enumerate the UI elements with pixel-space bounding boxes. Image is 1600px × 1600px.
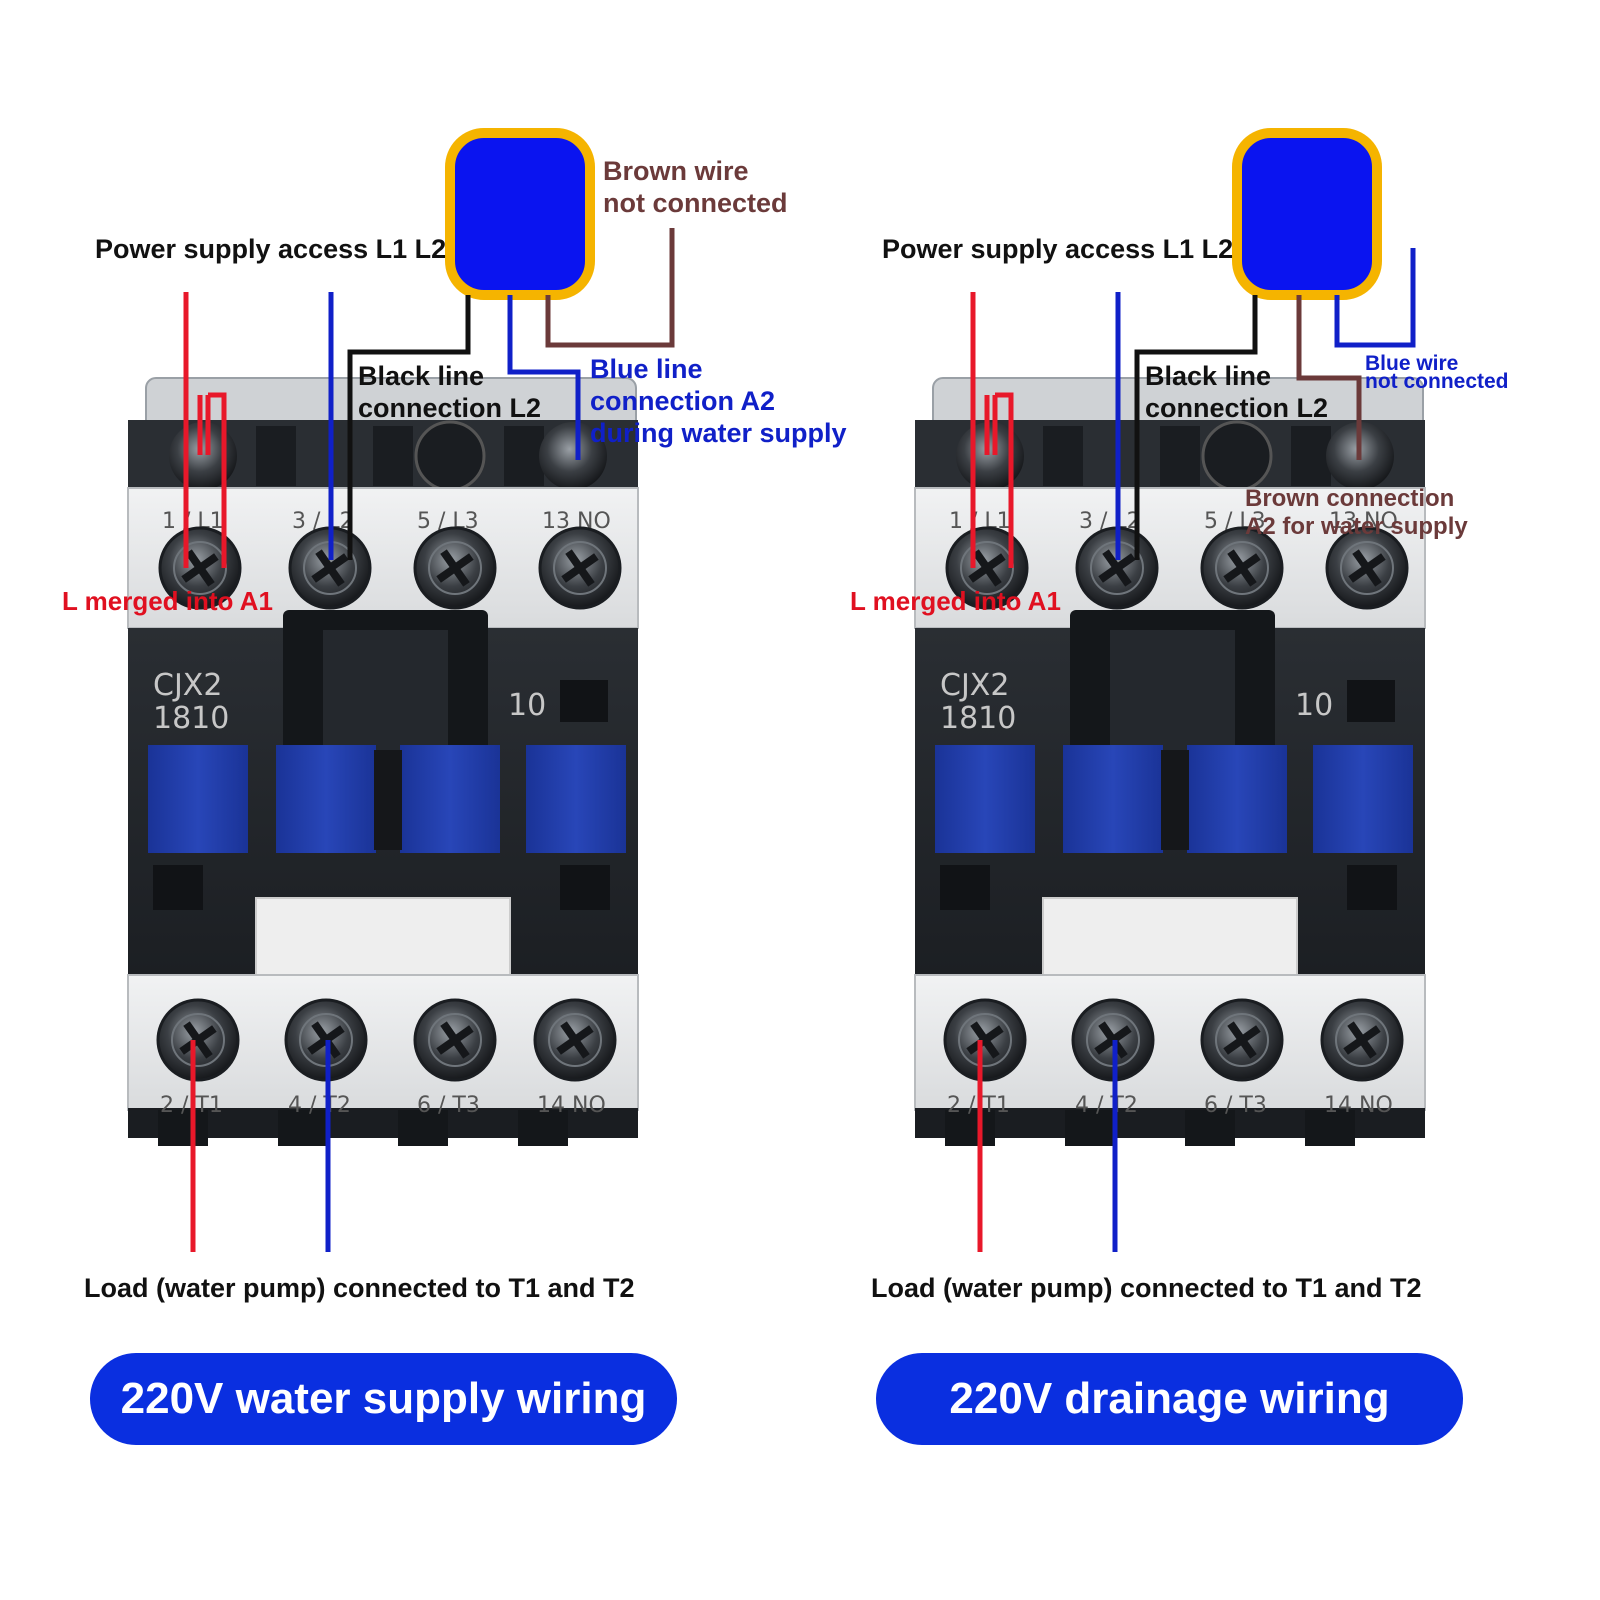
brown-not-connected-label: Brown wire bbox=[603, 156, 749, 186]
top-terminal-screw bbox=[413, 526, 497, 610]
model-name: CJX2 bbox=[940, 668, 1009, 703]
bottom-terminal-label: 14 NO bbox=[537, 1093, 606, 1118]
blue-a2-label: during water supply bbox=[590, 418, 847, 448]
bottom-terminal-screw bbox=[1320, 998, 1404, 1082]
top-terminal-screw bbox=[1325, 526, 1409, 610]
brown-a2-label: A2 for water supply bbox=[1245, 513, 1468, 540]
l-merged-label: L merged into A1 bbox=[850, 586, 1061, 616]
load-label: Load (water pump) connected to T1 and T2 bbox=[871, 1273, 1422, 1303]
top-terminal-screw bbox=[538, 526, 622, 610]
float-sensor bbox=[1232, 128, 1382, 300]
blue-not-connected-label: Blue wire bbox=[1365, 352, 1458, 375]
model-number: 1810 bbox=[940, 701, 1016, 736]
bottom-terminal-screw bbox=[533, 998, 617, 1082]
bottom-terminal-screw bbox=[1200, 998, 1284, 1082]
blue-wire-a2 bbox=[507, 295, 581, 460]
black-line-label: connection L2 bbox=[358, 393, 541, 423]
model-code: 10 bbox=[508, 688, 546, 723]
red-wire-a1 bbox=[208, 392, 227, 568]
power-supply-label: Power supply access L1 L2 bbox=[882, 234, 1233, 264]
title-drainage: 220V drainage wiring bbox=[878, 1355, 1461, 1443]
model-code: 10 bbox=[1295, 688, 1333, 723]
black-wire-sensor-l2 bbox=[347, 295, 471, 560]
blue-not-connected-label: not connected bbox=[1365, 370, 1509, 393]
black-line-label: Black line bbox=[358, 361, 484, 391]
bottom-terminal-screw bbox=[413, 998, 497, 1082]
load-label: Load (water pump) connected to T1 and T2 bbox=[84, 1273, 635, 1303]
bottom-terminal-label: 4 / T2 bbox=[1075, 1093, 1138, 1118]
bottom-terminal-screw bbox=[943, 998, 1027, 1082]
brown-wire-free bbox=[545, 228, 675, 348]
title-water-supply: 220V water supply wiring bbox=[92, 1355, 675, 1443]
black-wire-sensor-l2 bbox=[1134, 295, 1258, 560]
top-terminal-screw bbox=[1200, 526, 1284, 610]
bottom-terminal-label: 4 / T2 bbox=[288, 1093, 351, 1118]
bottom-terminal-label: 6 / T3 bbox=[417, 1093, 480, 1118]
black-line-label: Black line bbox=[1145, 361, 1271, 391]
bottom-terminal-label: 6 / T3 bbox=[1204, 1093, 1267, 1118]
bottom-terminal-label: 14 NO bbox=[1324, 1093, 1393, 1118]
blue-a2-label: connection A2 bbox=[590, 386, 775, 416]
blue-a2-label: Blue line bbox=[590, 354, 703, 384]
model-number: 1810 bbox=[153, 701, 229, 736]
brown-wire-a2 bbox=[1296, 295, 1362, 460]
black-line-label: connection L2 bbox=[1145, 393, 1328, 423]
float-sensor bbox=[445, 128, 595, 300]
bottom-terminal-screw bbox=[156, 998, 240, 1082]
red-wire-a1 bbox=[995, 392, 1014, 568]
model-name: CJX2 bbox=[153, 668, 222, 703]
brown-not-connected-label: not connected bbox=[603, 188, 788, 218]
l-merged-label: L merged into A1 bbox=[62, 586, 273, 616]
brown-a2-label: Brown connection bbox=[1245, 485, 1454, 512]
power-supply-label: Power supply access L1 L2 bbox=[95, 234, 446, 264]
blue-wire-free bbox=[1334, 248, 1416, 348]
